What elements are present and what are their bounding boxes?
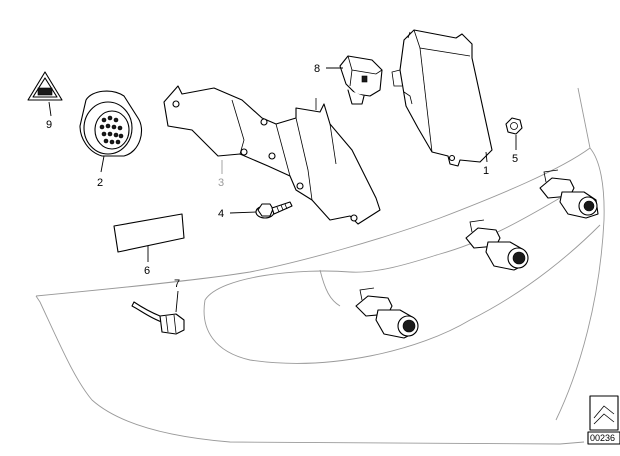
screw-part-4 (229, 201, 293, 219)
nut-part-5 (505, 117, 523, 150)
callout-2: 2 (97, 177, 103, 189)
callout-7: 7 (174, 278, 180, 290)
callout-6: 6 (144, 265, 150, 277)
label-sticker-part-6 (113, 213, 185, 262)
rear-bumper-outline (35, 87, 605, 445)
callout-4: 4 (218, 208, 224, 220)
park-sensor-3 (539, 169, 599, 219)
warning-label-part-9 (27, 71, 63, 117)
mounting-bracket-part-3 (163, 85, 381, 225)
callout-3: 3 (218, 177, 224, 189)
park-sensor-1 (355, 287, 419, 339)
callout-1: 1 (483, 165, 489, 177)
control-unit-part-1 (391, 29, 493, 167)
document-mark: 00236 (587, 395, 620, 445)
clip-part-8 (326, 55, 383, 105)
park-sensor-2 (465, 219, 529, 271)
callout-5: 5 (512, 153, 518, 165)
callout-9: 9 (46, 119, 52, 131)
cable-connector-part-7 (131, 290, 185, 335)
connector-socket-part-2 (79, 90, 142, 173)
doc-number: 00236 (590, 433, 615, 443)
callout-8: 8 (314, 63, 320, 75)
